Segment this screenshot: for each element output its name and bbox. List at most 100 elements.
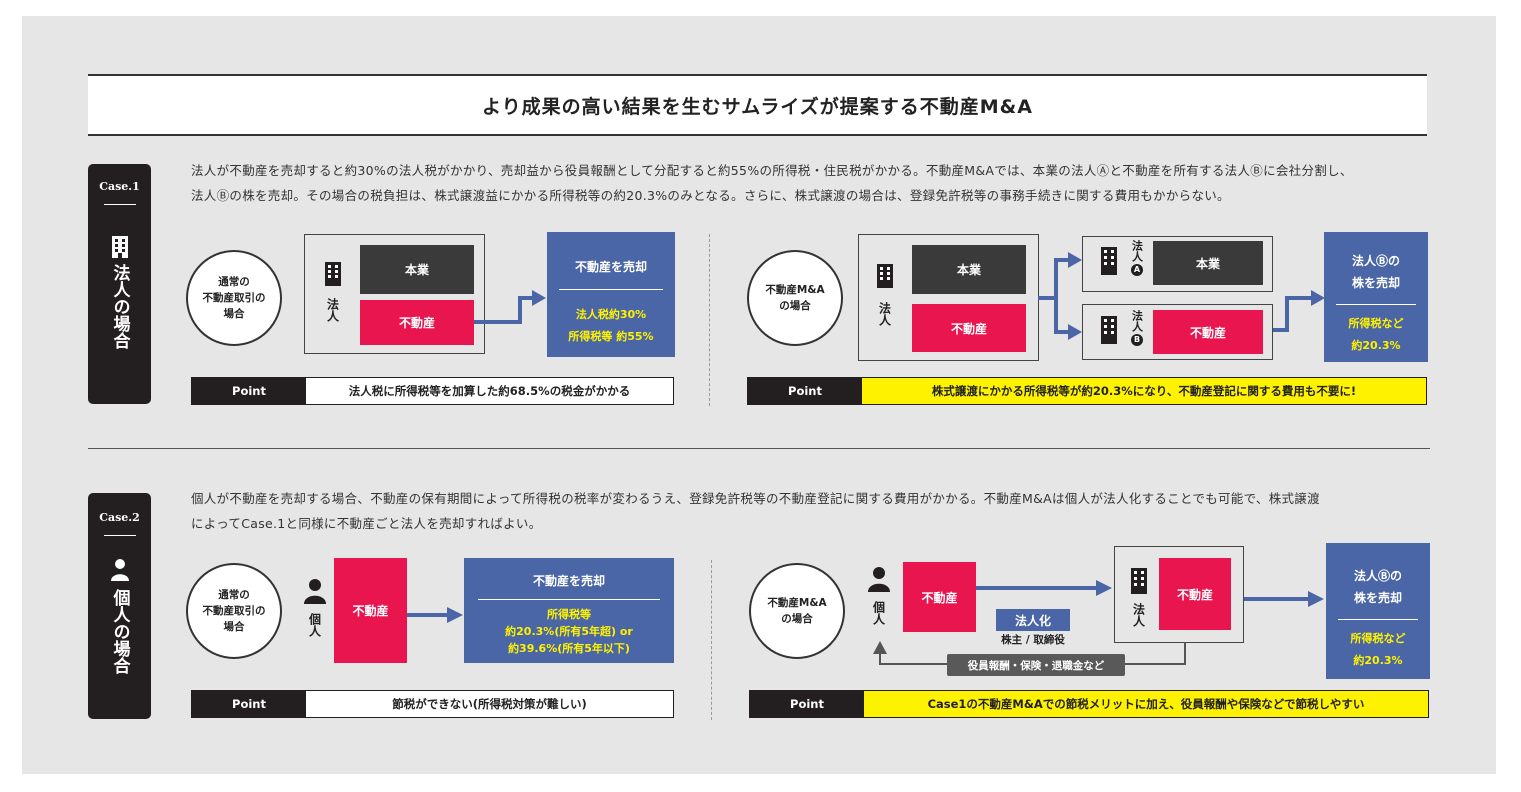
case2-corp-frame — [1114, 546, 1244, 643]
corp-b-mark: B — [1131, 333, 1143, 346]
case1-left-point-text: 法人税に所得税等を加算した約68.5%の税金がかかる — [306, 378, 673, 404]
case2-left-result-line2: 約20.3%(所有5年超) or — [505, 625, 633, 638]
case1-right-result-box: 法人Ⓑの 株を売却 所得税など 約20.3% — [1324, 232, 1428, 362]
case1-divider — [709, 234, 710, 406]
case2-left-result-box: 不動産を売却 所得税等 約20.3%(所有5年超) or 約39.6%(所有5年… — [464, 558, 674, 663]
corp-b-label: 法人 — [1130, 310, 1144, 332]
person-icon — [111, 559, 129, 581]
case1-right-entity: 法人 — [877, 302, 892, 326]
case2-left-realestate-box: 不動産 — [334, 558, 407, 663]
person-icon — [868, 567, 890, 592]
case2-left-circle: 通常の 不動産取引の 場合 — [186, 563, 282, 659]
building-icon — [1131, 568, 1147, 594]
case2-badge-rule — [104, 535, 136, 536]
split-arrow-icon — [1038, 252, 1082, 340]
case2-corp-realestate-box: 不動産 — [1159, 558, 1231, 630]
arrow-icon — [407, 607, 463, 623]
case2-right-result-title: 法人Ⓑの 株を売却 — [1326, 565, 1430, 609]
corp-a-label: 法人 — [1130, 240, 1144, 262]
incorporate-tag: 法人化 — [996, 609, 1070, 631]
case2-left-entity: 個人 — [307, 613, 322, 637]
case2-right-result-line1: 所得税など — [1350, 632, 1406, 645]
case1-heading: 法人の場合 — [109, 264, 130, 349]
case1-left-realestate-box: 不動産 — [360, 300, 474, 345]
case2-left-result-line3: 約39.6%(所有5年以下) — [508, 642, 630, 655]
case1-right-result-line1: 所得税など — [1348, 317, 1404, 330]
case2-right-point-label: Point — [750, 691, 864, 717]
case1-left-result-line1: 法人税約30% — [575, 308, 647, 321]
building-icon — [112, 236, 128, 258]
corp-a-mark: A — [1131, 263, 1143, 276]
corp-a-business-box: 本業 — [1153, 241, 1263, 285]
case2-right-circle: 不動産M&A の場合 — [749, 563, 845, 659]
case1-left-circle: 通常の 不動産取引の 場合 — [186, 250, 282, 346]
case1-badge: Case.1 法人の場合 — [88, 164, 151, 404]
case2-divider — [711, 560, 712, 720]
case2-right-result-box: 法人Ⓑの 株を売却 所得税など 約20.3% — [1326, 543, 1430, 679]
corp-a-label-wrap: 法人 A — [1129, 240, 1145, 276]
corp-a-frame — [1082, 236, 1273, 292]
case1-right-result-line2: 約20.3% — [1351, 339, 1401, 352]
case2-right-point-text: Case1の不動産M&Aでの節税メリットに加え、役員報酬や保険などで節税しやすい — [864, 691, 1428, 717]
case2-badge-label: Case.2 — [99, 511, 140, 524]
corp-b-frame — [1082, 304, 1273, 360]
case2-description-line2: によってCase.1と同様に不動産ごと法人を売却すればよい。 — [191, 516, 542, 531]
case2-right-result-title-line1: 法人Ⓑの — [1353, 569, 1402, 583]
role-label: 株主 / 取締役 — [1001, 634, 1065, 646]
case2-description: 個人が不動産を売却する場合、不動産の保有期間によって所得税の税率が変わるうえ、登… — [191, 486, 1431, 536]
case1-right-point: Point 株式譲渡にかかる所得税等が約20.3%になり、不動産登記に関する費用… — [747, 377, 1427, 405]
case2-left-point: Point 節税ができない(所得税対策が難しい) — [191, 690, 674, 718]
case1-right-business-box: 本業 — [912, 245, 1026, 294]
case1-left-corp-frame — [304, 234, 485, 354]
case2-heading: 個人の場合 — [109, 589, 130, 674]
case1-left-result-title: 不動産を売却 — [574, 260, 647, 274]
case1-right-circle: 不動産M&A の場合 — [747, 250, 843, 346]
case1-left-result-rule — [559, 289, 663, 290]
case1-left-result-box: 不動産を売却 法人税約30% 所得税等 約55% — [547, 232, 675, 357]
arrow-icon — [976, 580, 1112, 596]
building-icon — [325, 262, 341, 286]
return-flow-label: 役員報酬・保険・退職金など — [947, 654, 1125, 676]
building-icon — [1101, 247, 1117, 275]
case2-left-point-text: 節税ができない(所得税対策が難しい) — [306, 691, 673, 717]
case1-right-point-text: 株式譲渡にかかる所得税等が約20.3%になり、不動産登記に関する費用も不要に! — [862, 378, 1426, 404]
case1-right-realestate-box: 不動産 — [912, 304, 1026, 352]
case1-right-result-title-line1: 法人Ⓑの — [1351, 254, 1400, 268]
building-icon — [1101, 316, 1117, 344]
corp-b-label-wrap: 法人 B — [1129, 310, 1145, 346]
case2-right-result-rule — [1338, 619, 1418, 620]
page-title: より成果の高い結果を生むサムライズが提案する不動産M&A — [88, 74, 1427, 136]
corp-b-realestate-box: 不動産 — [1153, 310, 1263, 354]
arrow-icon — [1273, 290, 1325, 332]
section-divider — [88, 448, 1430, 449]
case1-left-business-box: 本業 — [360, 245, 474, 294]
case2-description-line1: 個人が不動産を売却する場合、不動産の保有期間によって所得税の税率が変わるうえ、登… — [191, 491, 1320, 506]
case1-description: 法人が不動産を売却すると約30%の法人税がかかり、売却益から役員報酬として分配す… — [191, 158, 1431, 208]
arrow-icon — [1244, 591, 1324, 607]
case2-left-point-label: Point — [192, 691, 306, 717]
case1-right-result-title: 法人Ⓑの 株を売却 — [1324, 250, 1428, 294]
case1-right-point-label: Point — [748, 378, 862, 404]
case1-right-result-rule — [1336, 304, 1416, 305]
case2-right-entity: 個人 — [871, 601, 886, 625]
case1-badge-rule — [104, 204, 136, 205]
arrow-icon — [474, 290, 546, 324]
case2-badge: Case.2 個人の場合 — [88, 493, 151, 719]
person-icon — [304, 579, 326, 604]
case1-right-result-title-line2: 株を売却 — [1351, 276, 1400, 290]
case1-left-point-label: Point — [192, 378, 306, 404]
case1-left-point: Point 法人税に所得税等を加算した約68.5%の税金がかかる — [191, 377, 674, 405]
case1-left-result-line2: 所得税等 約55% — [568, 330, 654, 343]
case2-right-result-line2: 約20.3% — [1353, 654, 1403, 667]
case2-left-result-rule — [478, 599, 660, 600]
case2-right-point: Point Case1の不動産M&Aでの節税メリットに加え、役員報酬や保険などで… — [749, 690, 1429, 718]
case2-left-result-line1: 所得税等 — [547, 608, 591, 621]
case2-right-realestate-box: 不動産 — [903, 562, 976, 632]
case2-corp-label: 法人 — [1131, 603, 1146, 627]
case1-left-entity: 法人 — [325, 298, 340, 322]
case1-description-line2: 法人Ⓑの株を売却。その場合の税負担は、株式譲渡益にかかる所得税等の約20.3%の… — [191, 188, 1230, 203]
case2-left-result-title: 不動産を売却 — [532, 574, 605, 588]
case1-description-line1: 法人が不動産を売却すると約30%の法人税がかかり、売却益から役員報酬として分配す… — [191, 163, 1353, 178]
case1-badge-label: Case.1 — [99, 180, 140, 193]
building-icon — [877, 264, 893, 288]
